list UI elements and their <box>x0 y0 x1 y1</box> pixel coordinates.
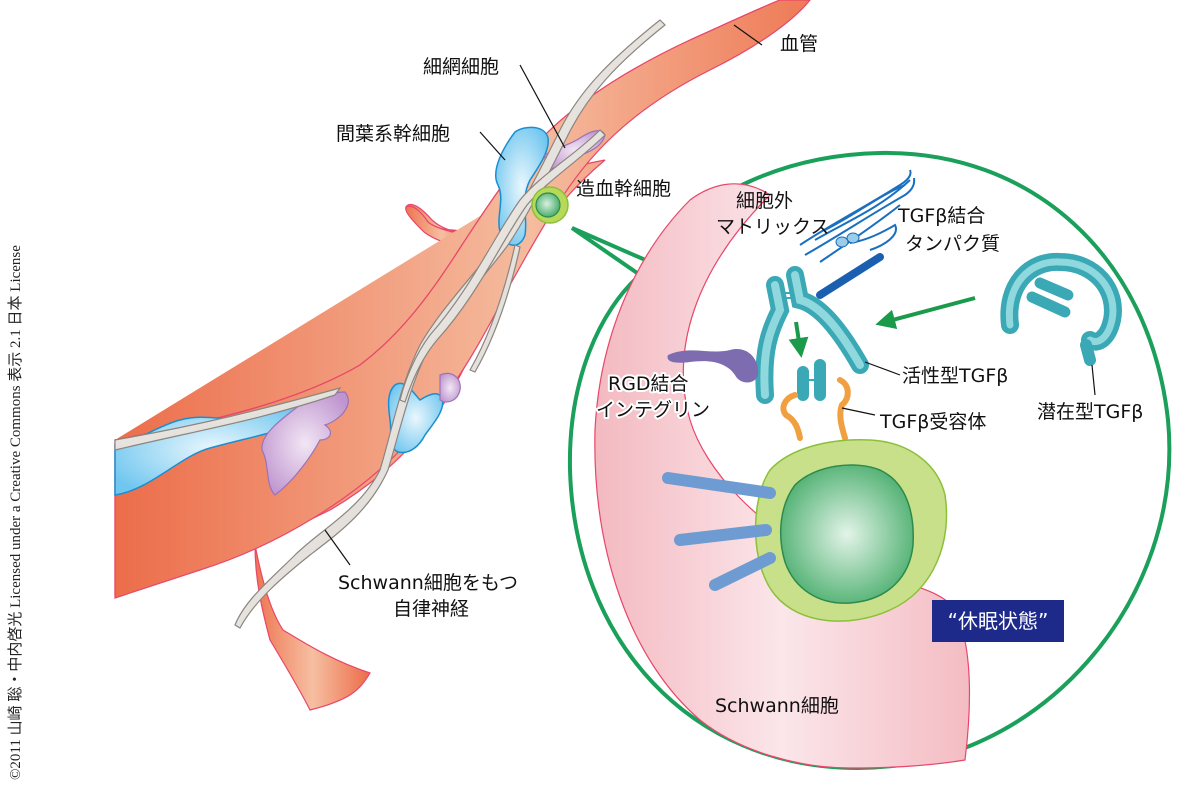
hematopoietic-stem-cell <box>531 186 569 224</box>
leader-mesenchymal <box>479 131 506 161</box>
hematopoietic-stem-cell-large <box>754 439 948 622</box>
leader-vessel <box>733 24 763 46</box>
reticular-cell-small <box>439 372 461 403</box>
tgfb-receptor <box>780 377 851 441</box>
label-blood-vessel: 血管 <box>780 33 818 55</box>
dormant-state-label: “休眠状態” <box>948 609 1049 633</box>
label-tgfb-binding-line1: TGFβ結合 <box>897 205 985 227</box>
label-schwann-cell: Schwann細胞 <box>715 695 839 717</box>
label-active-tgfb: 活性型TGFβ <box>902 365 1008 387</box>
latent-tgfb <box>1000 252 1122 366</box>
label-nerve-line1: Schwann細胞をもつ <box>338 572 518 594</box>
leader-active-tgfb <box>864 361 901 376</box>
label-reticular-cell: 細網細胞 <box>423 56 499 78</box>
leader-reticular <box>519 64 566 149</box>
leader-nerve <box>324 529 351 566</box>
label-rgd-line1: RGD結合 <box>608 373 689 395</box>
label-nerve-line2: 自律神経 <box>393 598 469 620</box>
rgd-integrin <box>667 349 759 383</box>
label-rgd-line2: インテグリン <box>596 399 710 421</box>
label-ecm-line2: マトリックス <box>716 216 829 238</box>
label-hematopoietic-stem-cell: 造血幹細胞 <box>576 178 671 200</box>
vessel-scene <box>114 0 811 711</box>
tgfb-binding-protein <box>816 223 897 299</box>
magnified-niche: “休眠状態” <box>567 150 1172 771</box>
vessel-branch-lower <box>254 544 371 711</box>
autonomic-nerve <box>114 19 666 629</box>
label-latent-tgfb: 潜在型TGFβ <box>1037 401 1143 423</box>
arrow-release <box>788 321 809 358</box>
adhesion-molecules <box>662 472 776 591</box>
reticular-cell-lower <box>261 391 349 496</box>
schwann-cell <box>594 183 971 769</box>
copyright-notice: ©2011 山崎 聡・中内啓光 Licensed under a Creativ… <box>7 245 24 780</box>
label-ecm-line1: 細胞外 <box>736 190 793 212</box>
label-tgfb-receptor: TGFβ受容体 <box>879 411 986 433</box>
dormant-state-badge <box>932 600 1064 642</box>
extracellular-matrix-fibers <box>799 169 916 263</box>
label-tgfb-binding-line2: タンパク質 <box>905 233 1000 255</box>
label-mesenchymal-stem-cell: 間葉系幹細胞 <box>336 123 450 145</box>
leader-receptor <box>841 407 876 416</box>
active-tgfb <box>755 266 869 404</box>
released-tgfb-dimer <box>797 359 826 401</box>
arrow-activation <box>875 296 976 330</box>
leader-latent-tgfb <box>1091 364 1096 396</box>
